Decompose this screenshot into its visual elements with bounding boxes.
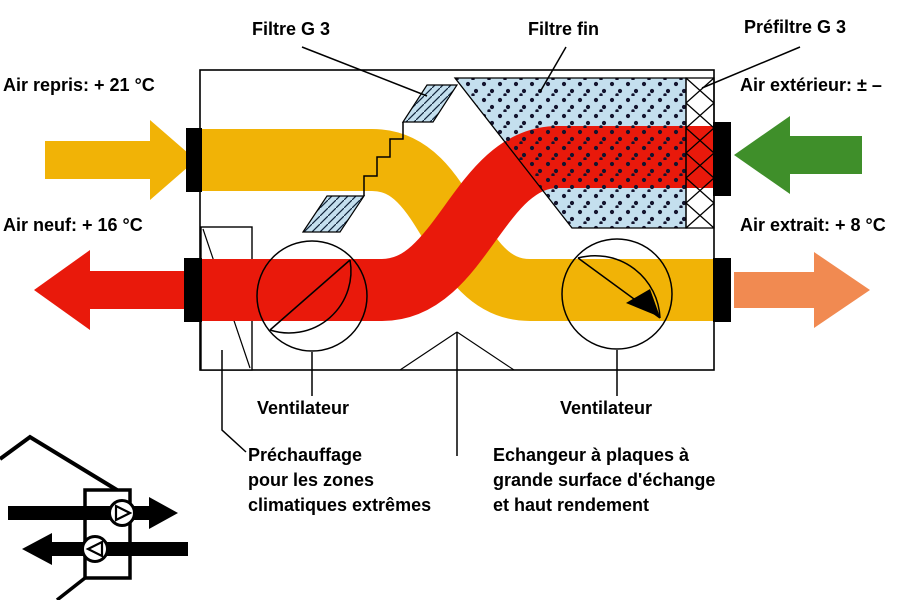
exchanger-outline <box>399 331 515 371</box>
connector-filtre-g3 <box>301 46 428 97</box>
air-extrait-label: Air extrait: + 8 °C <box>740 215 886 235</box>
house-supply-arrow <box>8 497 178 529</box>
house-roof <box>0 434 119 492</box>
house-fan-bottom-blade <box>85 540 104 558</box>
air-repris-arrow <box>45 120 196 200</box>
connector-prefiltre <box>701 46 801 89</box>
house-duct-line <box>55 576 87 600</box>
prechauffage-line-2: pour les zones <box>248 470 375 490</box>
air-extrait-arrow <box>734 252 870 328</box>
duct-seals <box>184 122 731 322</box>
prechauffage-line-1: Préchauffage <box>248 445 363 465</box>
echangeur-line-3: et haut rendement <box>493 495 650 515</box>
g3-filter-upper <box>401 84 459 123</box>
connector-prechauffage <box>221 350 247 453</box>
prefiltre-g3-label: Préfiltre G 3 <box>744 17 847 37</box>
air-repris-label: Air repris: + 21 °C <box>3 75 155 95</box>
ventilateur-right-label: Ventilateur <box>560 398 653 418</box>
echangeur-label: Echangeur à plaques à grande surface d'é… <box>493 443 715 518</box>
fan-right <box>561 238 673 350</box>
fan-left <box>256 240 368 352</box>
fan-right-circle <box>561 238 673 350</box>
air-exterieur-arrow <box>734 116 862 194</box>
filtre-g3-label: Filtre G 3 <box>252 19 331 39</box>
house-fan-top-blade <box>114 504 133 522</box>
seal-top-right <box>713 122 731 196</box>
ventilateur-left-label: Ventilateur <box>257 398 350 418</box>
echangeur-line-1: Echangeur à plaques à <box>493 445 690 465</box>
seal-top-left <box>186 128 202 192</box>
filtre-fin-label: Filtre fin <box>528 19 599 39</box>
air-neuf-arrow <box>34 250 196 330</box>
echangeur-line-2: grande surface d'échange <box>493 470 716 490</box>
prechauffage-line-3: climatiques extrêmes <box>248 495 432 515</box>
air-neuf-label: Air neuf: + 16 °C <box>3 215 143 235</box>
air-exterieur-label: Air extérieur: ± – <box>740 75 882 95</box>
house-unit-box <box>83 488 132 580</box>
stair-baffle <box>363 122 404 196</box>
connector-filtre-fin <box>539 46 567 93</box>
fan-blade-wedge <box>626 289 660 317</box>
label-connectors <box>221 46 801 456</box>
seal-bottom-right <box>713 258 731 322</box>
seal-bottom-left <box>184 258 202 322</box>
g3-filters <box>301 84 459 233</box>
house-schematic <box>0 434 188 600</box>
prefilter-strip <box>685 77 715 229</box>
prechauffage-label: Préchauffage pour les zones climatiques … <box>248 443 431 518</box>
fan-left-circle <box>256 240 368 352</box>
